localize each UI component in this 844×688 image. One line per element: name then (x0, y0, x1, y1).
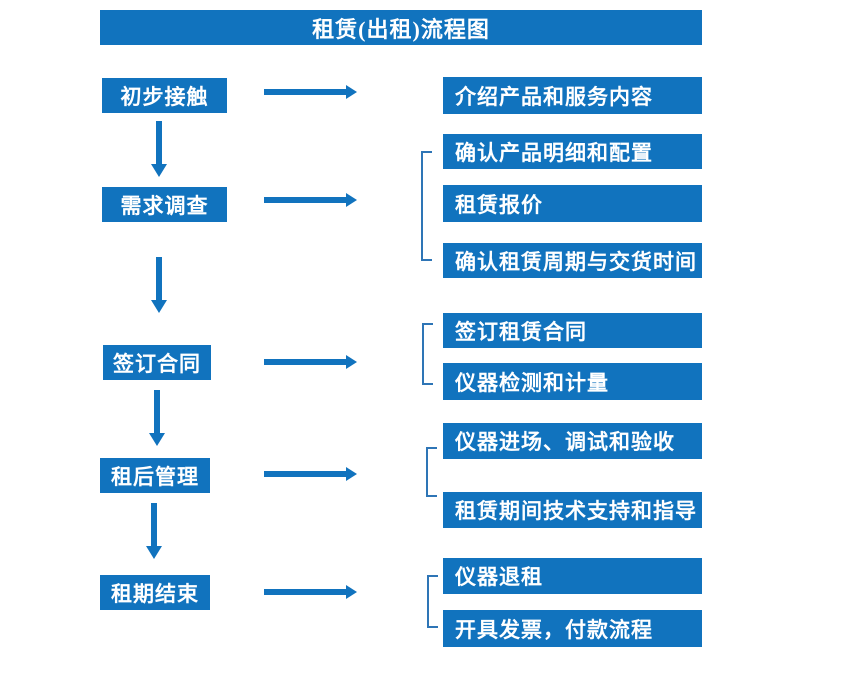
flow-arrow-down-icon (146, 503, 162, 559)
flowchart-title-bar: 租赁(出租)流程图 (100, 10, 702, 45)
detail-box-rental-quote: 租赁报价 (443, 185, 702, 222)
flow-arrow-right-icon (264, 467, 357, 481)
detail-box-sign-rental-contract: 签订租赁合同 (443, 313, 702, 348)
arrow-head (151, 164, 167, 177)
stage-box-demand-survey: 需求调查 (102, 187, 227, 222)
arrow-shaft (151, 503, 157, 546)
bracket-connector-icon (421, 151, 432, 261)
flow-arrow-right-icon (264, 85, 357, 99)
arrow-shaft (264, 89, 346, 95)
flow-arrow-right-icon (264, 355, 357, 369)
detail-box-confirm-product-details: 确认产品明细和配置 (443, 134, 702, 169)
detail-box-instrument-testing: 仪器检测和计量 (443, 363, 702, 400)
arrow-head (346, 85, 357, 99)
bracket-connector-icon (427, 575, 438, 628)
arrow-head (151, 300, 167, 313)
arrow-head (149, 433, 165, 446)
arrow-head (346, 355, 357, 369)
arrow-shaft (264, 197, 346, 203)
arrow-head (346, 585, 357, 599)
detail-box-technical-support: 租赁期间技术支持和指导 (443, 492, 702, 528)
detail-box-instrument-setup-acceptance: 仪器进场、调试和验收 (443, 423, 702, 459)
flow-arrow-down-icon (151, 121, 167, 177)
arrow-shaft (264, 589, 346, 595)
stage-box-sign-contract: 签订合同 (103, 345, 211, 380)
detail-box-confirm-rental-period: 确认租赁周期与交货时间 (443, 243, 702, 278)
arrow-head (346, 193, 357, 207)
detail-box-invoice-payment: 开具发票，付款流程 (443, 610, 702, 647)
bracket-connector-icon (426, 447, 437, 497)
stage-box-rental-end: 租期结束 (100, 575, 210, 610)
bracket-connector-icon (422, 323, 433, 385)
arrow-shaft (264, 471, 346, 477)
flow-arrow-right-icon (264, 585, 357, 599)
detail-box-instrument-return: 仪器退租 (443, 558, 702, 594)
arrow-head (346, 467, 357, 481)
arrow-shaft (156, 121, 162, 164)
arrow-shaft (156, 257, 162, 300)
arrow-shaft (264, 359, 346, 365)
flow-arrow-down-icon (151, 257, 167, 313)
flow-arrow-down-icon (149, 390, 165, 446)
arrow-head (146, 546, 162, 559)
stage-box-initial-contact: 初步接触 (102, 78, 227, 113)
stage-box-post-rental-management: 租后管理 (100, 458, 210, 493)
arrow-shaft (154, 390, 160, 433)
detail-box-introduce-products: 介绍产品和服务内容 (443, 77, 702, 114)
flow-arrow-right-icon (264, 193, 357, 207)
page-title: 租赁(出租)流程图 (312, 16, 490, 42)
